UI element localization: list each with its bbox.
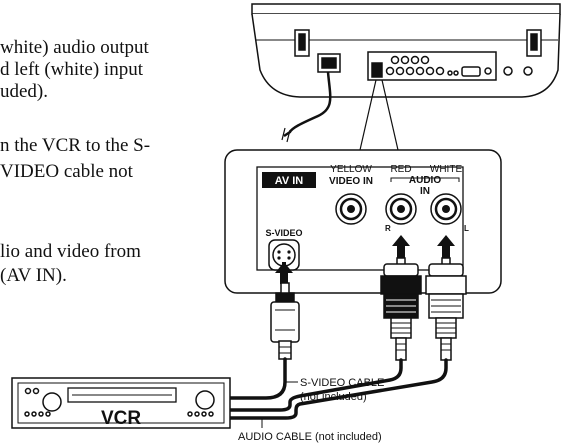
instruction-line: white) audio output bbox=[0, 37, 149, 58]
power-cord bbox=[283, 71, 332, 138]
video-in-label: VIDEO IN bbox=[329, 176, 373, 187]
zoom-callout-line bbox=[381, 79, 399, 151]
s-video-cable-note: (not included) bbox=[300, 391, 367, 403]
s-video-cable-label: S-VIDEO CABLE bbox=[300, 377, 384, 389]
vcr-device bbox=[11, 377, 231, 429]
s-video-jack bbox=[268, 239, 300, 271]
instruction-line: n the VCR to the S- bbox=[0, 135, 151, 156]
instruction-line: lio and video from bbox=[0, 241, 141, 262]
av-in-label: AV IN bbox=[275, 175, 304, 187]
audio-in-bracket bbox=[390, 177, 460, 182]
zoom-callout-line bbox=[359, 79, 377, 151]
s-video-label: S-VIDEO bbox=[265, 228, 302, 238]
audio-l-jack bbox=[430, 193, 462, 225]
red-color-label: RED bbox=[390, 164, 411, 175]
av-in-label-box bbox=[262, 172, 316, 188]
red-insert-arrow bbox=[392, 235, 410, 258]
tv-set bbox=[251, 3, 561, 98]
s-video-cable bbox=[228, 357, 287, 400]
video-in-jack bbox=[335, 193, 367, 225]
vcr-label: VCR bbox=[101, 408, 141, 429]
white-rca-plug bbox=[425, 257, 467, 361]
white-color-label: WHITE bbox=[430, 164, 463, 175]
instruction-line: uded). bbox=[0, 81, 49, 102]
s-video-insert-arrow bbox=[275, 262, 293, 284]
instruction-line: (AV IN). bbox=[0, 265, 67, 286]
white-insert-arrow bbox=[437, 235, 455, 258]
audio-cable-red bbox=[228, 358, 403, 412]
red-rca-plug bbox=[380, 257, 422, 361]
audio-in-label-2: IN bbox=[420, 186, 430, 197]
yellow-color-label: YELLOW bbox=[330, 164, 372, 175]
audio-cable-label: AUDIO CABLE (not included) bbox=[238, 431, 382, 443]
audio-r-jack bbox=[385, 193, 417, 225]
instruction-line: VIDEO cable not bbox=[0, 161, 133, 182]
power-plug bbox=[281, 127, 291, 143]
instruction-line: d left (white) input bbox=[0, 59, 143, 80]
left-channel-marker: L bbox=[464, 224, 469, 233]
audio-cable-white bbox=[228, 358, 448, 420]
right-channel-marker: R bbox=[385, 224, 391, 233]
s-video-plug bbox=[270, 282, 300, 360]
audio-in-label-1: AUDIO bbox=[409, 175, 441, 186]
